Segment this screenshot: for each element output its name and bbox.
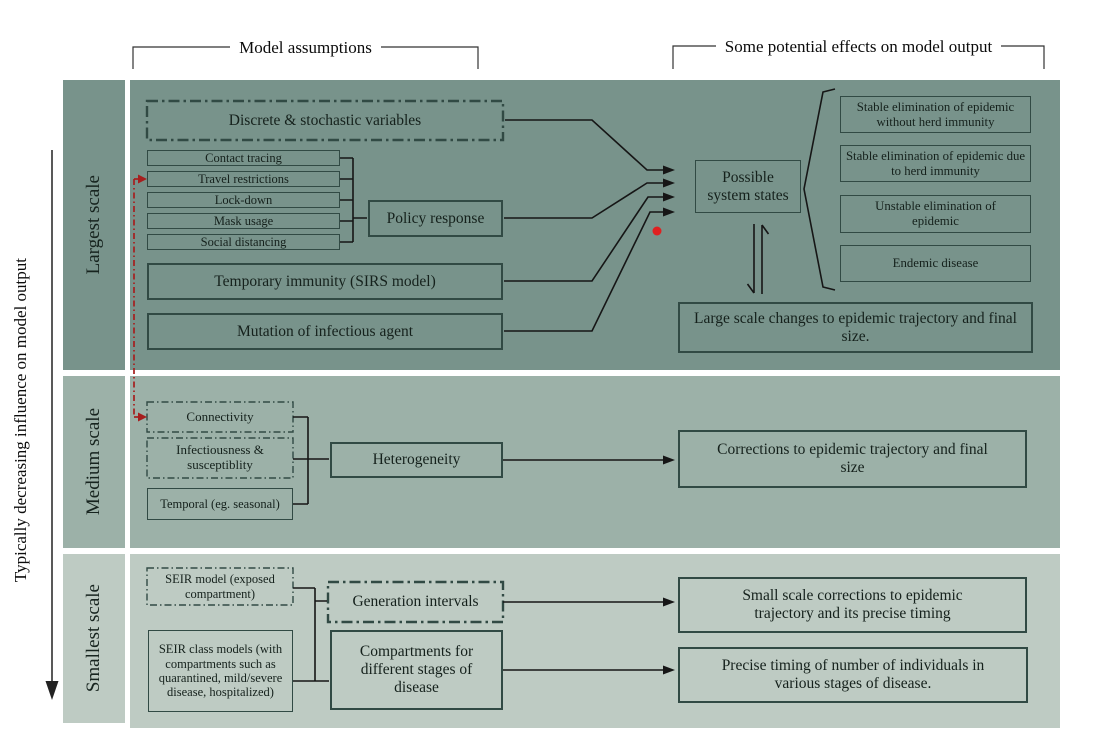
mutation-box: Mutation of infectious agent [147,313,503,350]
assumptions-header: Model assumptions [133,38,478,58]
policy-item-contact-tracing: Contact tracing [147,150,340,166]
generation-intervals-box: Generation intervals [352,593,479,611]
medium-outcome-label: Corrections to epidemic trajectory and f… [717,441,988,476]
largest-scale-label: Largest scale [83,175,104,275]
scale-cell-medium: Medium scale [63,376,125,548]
state-box-stable-no-herd: Stable elimination of epidemic without h… [840,96,1031,133]
axis-label-wrap: Typically decreasing influence on model … [0,150,42,690]
temporary-immunity-box: Temporary immunity (SIRS model) [147,263,503,300]
policy-response-box: Policy response [368,200,503,237]
discrete-stochastic-box: Discrete & stochastic variables [228,111,422,129]
infectiousness-box: Infectiousness & susceptiblity [176,442,264,472]
scale-cell-smallest: Smallest scale [63,554,125,723]
state-box-endemic: Endemic disease [840,245,1031,282]
smallest-outcome-timing-label: Precise timing of number of individuals … [721,657,985,692]
scale-cell-largest: Largest scale [63,80,125,370]
connectivity-box: Connectivity [186,408,254,424]
medium-outcome-box: Corrections to epidemic trajectory and f… [678,430,1027,488]
heterogeneity-box: Heterogeneity [330,442,503,478]
smallest-outcome-trajectory-box: Small scale corrections to epidemic traj… [678,577,1027,633]
policy-item-travel-restrictions: Travel restrictions [147,171,340,187]
assumptions-header-label: Model assumptions [230,38,381,57]
policy-item-social-distancing: Social distancing [147,234,340,250]
policy-item-mask-usage: Mask usage [147,213,340,229]
decreasing-influence-arrow [45,150,59,700]
largest-outcome-box: Large scale changes to epidemic trajecto… [678,302,1033,353]
policy-item-lock-down: Lock-down [147,192,340,208]
smallest-scale-label: Smallest scale [83,584,104,693]
medium-scale-label: Medium scale [83,408,104,516]
smallest-outcome-timing-box: Precise timing of number of individuals … [678,647,1028,703]
temporal-box: Temporal (eg. seasonal) [147,488,293,520]
smallest-outcome-trajectory-label: Small scale corrections to epidemic traj… [742,587,963,622]
state-box-stable-herd: Stable elimination of epidemic due to he… [840,145,1031,182]
effects-header: Some potential effects on model output [673,37,1044,57]
possible-system-states-box: Possible system states [695,160,801,213]
axis-label: Typically decreasing influence on model … [11,257,30,583]
state-box-unstable: Unstable elimination of epidemic [840,195,1031,233]
compartments-box: Compartments for different stages of dis… [330,630,503,710]
seir-model-box: SEIR model (exposed compartment) [165,572,275,601]
effects-header-label: Some potential effects on model output [715,37,1002,56]
seir-class-box: SEIR class models (with compartments suc… [148,630,293,712]
